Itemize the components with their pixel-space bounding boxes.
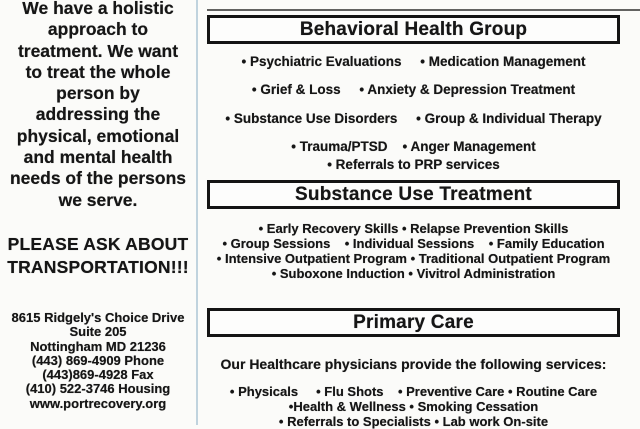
left-text-column: We have a holistic approach to treatment…	[0, 0, 196, 425]
holistic-line: and mental health	[23, 147, 173, 168]
column-divider-line	[196, 0, 198, 425]
holistic-line: treatment. We want	[17, 40, 179, 61]
section-header-primary-care: Primary Care	[207, 308, 620, 337]
transportation-line: TRANSPORTATION!!!	[7, 257, 189, 277]
section-title: Primary Care	[353, 312, 474, 333]
section-header-substance-use-treatment: Substance Use Treatment	[207, 180, 620, 209]
website-url: www.portrecovery.org	[29, 395, 167, 411]
holistic-line: person by	[56, 83, 140, 104]
phone-number: (443) 869-4909 Phone	[31, 352, 165, 368]
holistic-line: physical, emotional	[16, 125, 180, 146]
service-line: • Psychiatric Evaluations • Medication M…	[241, 54, 586, 69]
street-address: 8615 Ridgely's Choice Drive	[11, 310, 185, 325]
service-line: • Group Sessions • Individual Sessions •…	[222, 236, 605, 251]
holistic-line: we serve.	[58, 189, 138, 210]
service-line: • Intensive Outpatient Program • Traditi…	[216, 251, 611, 266]
transportation-line: PLEASE ASK ABOUT	[7, 234, 189, 254]
primary-care-intro: Our Healthcare physicians provide the fo…	[220, 356, 607, 372]
holistic-line: addressing the	[35, 104, 161, 125]
city-state-zip: Nottingham MD 21236	[30, 338, 166, 354]
service-line: • Referrals to PRP services	[327, 157, 500, 172]
holistic-line: needs of the persons	[9, 168, 186, 189]
section-header-behavioral-health-group: Behavioral Health Group	[207, 15, 620, 44]
service-line: • Trauma/PTSD • Anger Management	[291, 139, 536, 154]
service-line: • Physicals • Flu Shots • Preventive Car…	[229, 384, 598, 399]
service-line: •Health & Wellness • Smoking Cessation	[288, 399, 539, 414]
section-title: Substance Use Treatment	[295, 184, 532, 205]
transportation-note: PLEASE ASK ABOUT TRANSPORTATION!!!	[2, 233, 194, 279]
top-horizontal-rule	[207, 9, 640, 11]
service-line: • Suboxone Induction • Vivitrol Administ…	[271, 266, 556, 281]
service-line: • Grief & Loss • Anxiety & Depression Tr…	[251, 82, 576, 97]
fax-number: (443)869-4928 Fax	[42, 367, 154, 383]
suite: Suite 205	[69, 324, 127, 340]
service-line: • Early Recovery Skills • Relapse Preven…	[258, 221, 569, 236]
holistic-line: approach to	[47, 19, 149, 40]
address-block: 8615 Ridgely's Choice Drive Suite 205 No…	[2, 310, 194, 411]
service-line: • Referrals to Specialists • Lab work On…	[278, 414, 549, 429]
service-line: • Substance Use Disorders • Group & Indi…	[225, 111, 602, 126]
holistic-statement: We have a holistic approach to treatment…	[2, 0, 194, 211]
holistic-line: We have a holistic	[22, 0, 174, 18]
holistic-line: to treat the whole	[25, 61, 171, 82]
section-title: Behavioral Health Group	[299, 19, 528, 40]
housing-number: (410) 522-3746 Housing	[25, 381, 171, 397]
services-panel: Behavioral Health Group • Psychiatric Ev…	[207, 0, 640, 429]
